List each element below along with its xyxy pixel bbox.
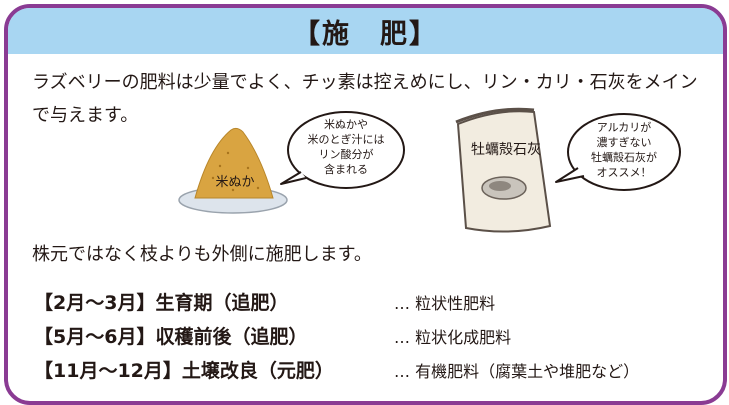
oyster-lime-bubble-line: オススメ！ — [597, 166, 652, 179]
schedule-row: 【2月～3月】生育期（追肥） … 粒状性肥料 — [34, 288, 714, 322]
rice-bran-bubble-line: リン酸分が — [319, 147, 374, 161]
schedule-product: … 粒状性肥料 — [394, 294, 496, 313]
page-title: 【施 肥】 — [293, 18, 438, 50]
oyster-lime-illustration: 牡蠣殻石灰 アルカリが 濃すぎない 牡蠣殻石灰が オススメ！ — [455, 107, 681, 233]
lime-bag-label: 牡蠣殻石灰 — [471, 142, 541, 158]
schedule-period: 【11月～12月】土壌改良（元肥） — [34, 360, 334, 382]
rice-bran-bubble-line: 米ぬかや — [324, 118, 368, 131]
rice-bran-pile — [194, 127, 274, 199]
oyster-lime-bubble-line: 濃すぎない — [597, 135, 652, 149]
rice-bran-bubble — [287, 111, 405, 189]
oyster-lime-bubble-line: 牡蠣殻石灰が — [591, 150, 657, 164]
rice-bran-bubble-line: 含まれる — [324, 162, 368, 176]
fertilizer-card: 【施 肥】 ラズベリーの肥料は少量でよく、チッ素は控えめにし、リン・カリ・石灰を… — [4, 4, 727, 405]
oyster-lime-bubble-line: アルカリが — [597, 120, 652, 134]
schedule-row: 【11月～12月】土壌改良（元肥） … 有機肥料（腐葉土や堆肥など） — [34, 356, 714, 390]
schedule-period: 【5月～6月】収穫前後（追肥） — [34, 326, 308, 348]
schedule-row: 【5月～6月】収穫前後（追肥） … 粒状化成肥料 — [34, 322, 714, 356]
rice-bran-bubble-line: 米のとぎ汁には — [308, 132, 385, 146]
instruction-text: 株元ではなく枝よりも外側に施肥します。 — [32, 244, 372, 265]
oyster-lime-bubble — [567, 113, 681, 191]
rice-bran-label: 米ぬか — [215, 175, 254, 190]
schedule-product: … 粒状化成肥料 — [394, 328, 512, 347]
schedule-period: 【2月～3月】生育期（追肥） — [34, 292, 289, 314]
rice-bran-illustration: 米ぬか 米ぬかや 米のとぎ汁には リン酸分が 含まれる — [178, 111, 405, 214]
schedule-product: … 有機肥料（腐葉土や堆肥など） — [394, 362, 640, 381]
schedule-list: 【2月～3月】生育期（追肥） … 粒状性肥料 【5月～6月】収穫前後（追肥） …… — [34, 288, 714, 390]
intro-text: ラズベリーの肥料は少量でよく、チッ素は控えめにし、リン・カリ・石灰をメインで与え… — [32, 72, 698, 126]
lime-bag — [456, 110, 552, 233]
title-band: 【施 肥】 — [8, 8, 723, 54]
